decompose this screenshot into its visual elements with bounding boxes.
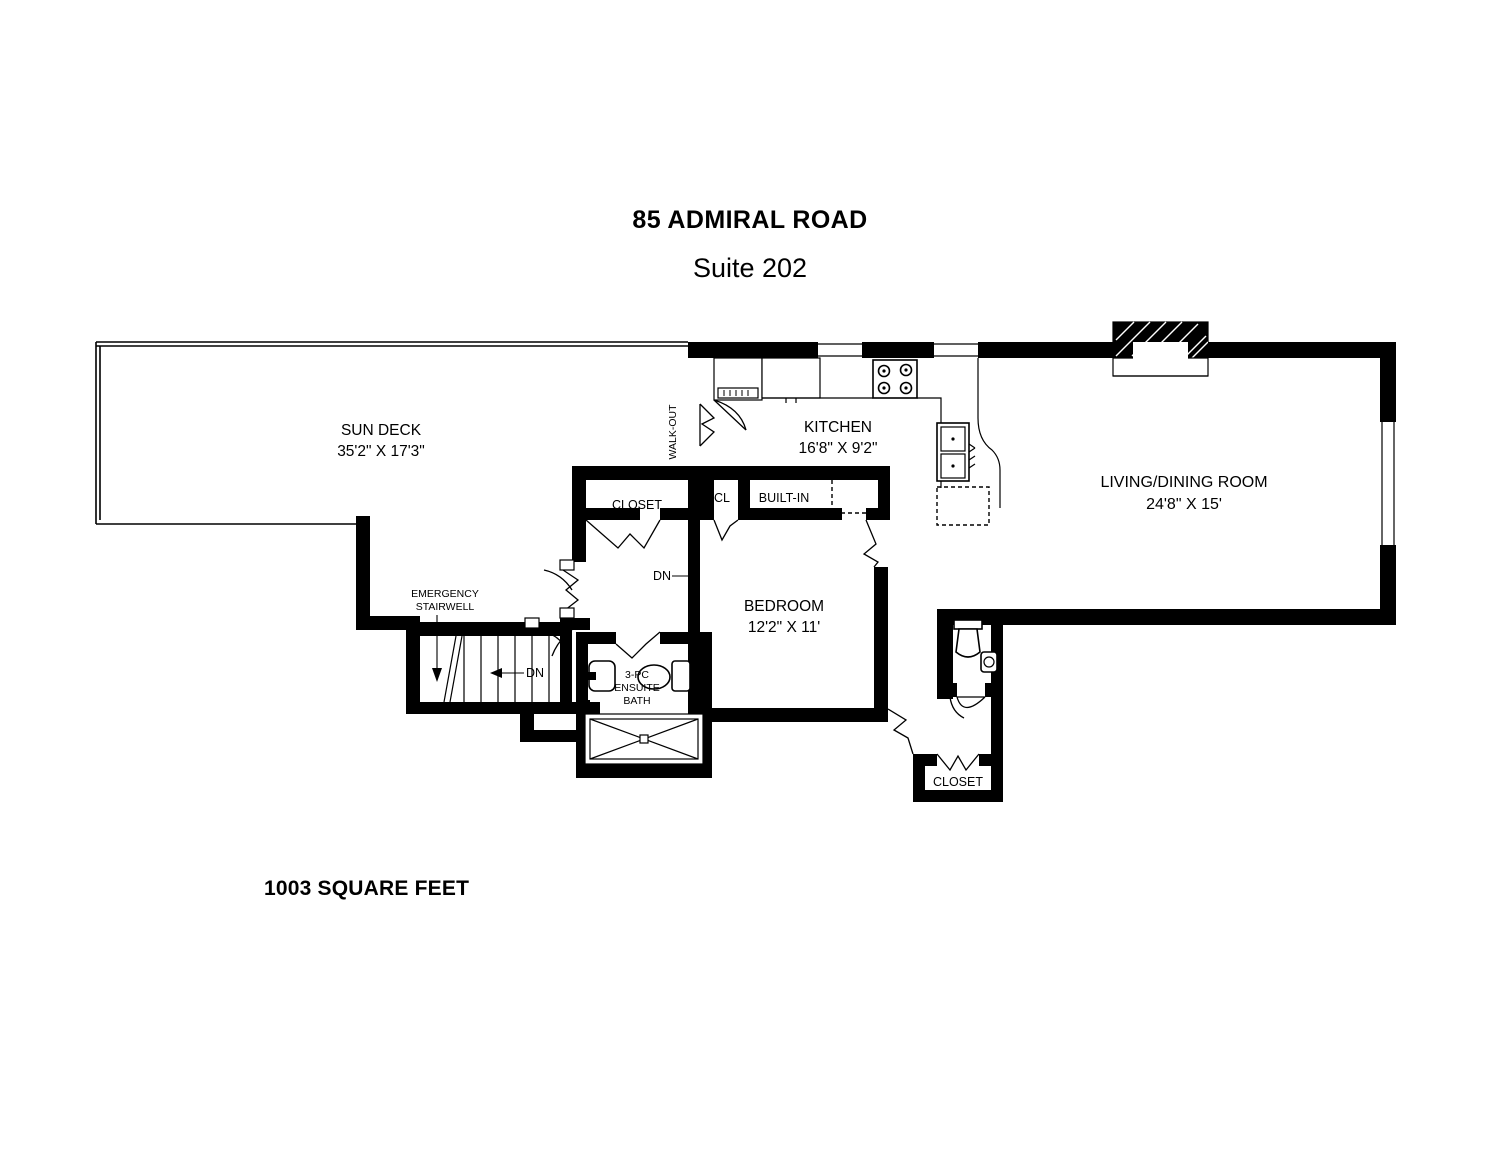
powder-room-fixtures — [953, 619, 998, 673]
toilet-icon — [637, 664, 671, 690]
door-swings — [535, 399, 986, 772]
sun-deck-dimensions: 35'2" X 17'3" — [337, 443, 425, 460]
kitchen-dimensions: 16'8" X 9'2" — [799, 440, 878, 457]
stove-icon — [872, 359, 918, 399]
bath-label-line3: BATH — [623, 695, 650, 707]
closet-small-label: CL — [714, 491, 730, 505]
secondary-labels: CLOSET CL BUILT-IN CLOSET WALK-OUT EMERG… — [411, 404, 983, 789]
kitchen-fixtures — [713, 357, 1001, 526]
page-subtitle: Suite 202 — [692, 253, 808, 283]
refrigerator-icon — [761, 357, 821, 399]
builtin-outline — [831, 476, 881, 514]
emergency-stairs — [443, 635, 567, 703]
closet-secondary-label: CLOSET — [933, 775, 983, 789]
kitchen-name: KITCHEN — [804, 419, 872, 436]
emergency-stairwell-label-line2: STAIRWELL — [416, 601, 475, 613]
powder-toilet-icon — [955, 628, 981, 658]
walk-out-label: WALK-OUT — [667, 404, 679, 460]
living-dining-name: LIVING/DINING ROOM — [1100, 474, 1267, 491]
counter-outline — [936, 486, 990, 526]
living-dining-dimensions: 24'8" X 15' — [1146, 496, 1222, 513]
square-footage-label: 1003 SQUARE FEET — [264, 877, 470, 900]
shower-icon — [584, 713, 704, 765]
living-room-window — [1381, 422, 1395, 545]
sun-deck-name: SUN DECK — [341, 422, 422, 439]
leader-arrows — [432, 571, 700, 682]
walls — [356, 321, 1396, 802]
bath-label-line1: 3-PC — [625, 669, 649, 681]
emergency-stairwell-label-line1: EMERGENCY — [411, 588, 479, 600]
bay-window — [1112, 321, 1209, 377]
bath-label-line2: ENSUITE — [614, 682, 660, 694]
bedroom-name: BEDROOM — [744, 598, 824, 615]
door-jambs — [524, 559, 575, 629]
sink-icon — [936, 422, 976, 482]
bathroom-fixtures — [584, 660, 704, 765]
toilet-tank-icon — [953, 619, 983, 630]
dn-stairs-label: DN — [526, 666, 544, 680]
room-labels: SUN DECK 35'2" X 17'3" KITCHEN 16'8" X 9… — [337, 419, 1267, 636]
closet-main-label: CLOSET — [612, 498, 662, 512]
page-title: 85 ADMIRAL ROAD — [632, 206, 868, 234]
sun-deck-outline — [95, 341, 688, 525]
bedroom-dimensions: 12'2" X 11' — [748, 619, 820, 636]
dn-bedroom-label: DN — [653, 569, 671, 583]
built-in-label: BUILT-IN — [759, 491, 809, 505]
